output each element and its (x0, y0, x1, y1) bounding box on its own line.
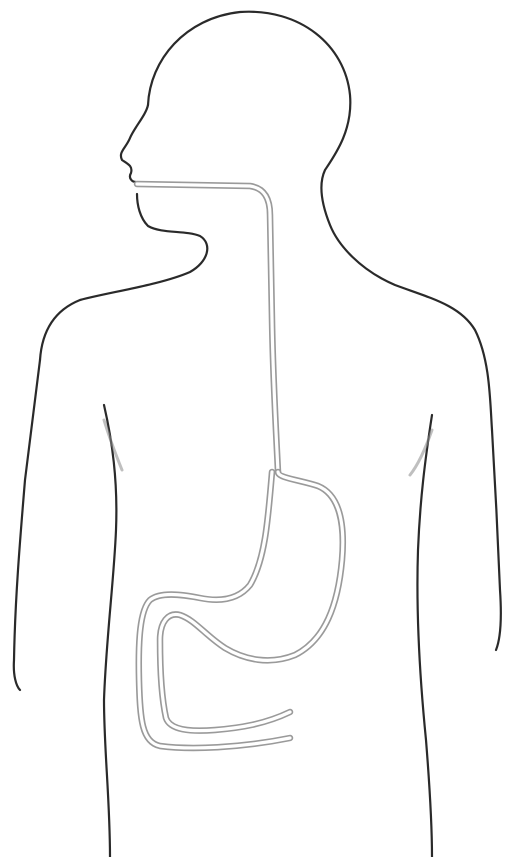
right-arm-outline (492, 430, 501, 650)
face-profile (121, 105, 148, 182)
right-armpit-shading (410, 430, 432, 475)
esophagus (137, 184, 278, 472)
chin-neck-outline (40, 194, 207, 360)
left-arm-outline (14, 360, 40, 690)
digestive-tract (137, 184, 343, 748)
stomach (160, 472, 343, 731)
head-outline (148, 12, 492, 430)
left-torso-edge (104, 405, 116, 857)
right-torso-edge (417, 415, 432, 857)
